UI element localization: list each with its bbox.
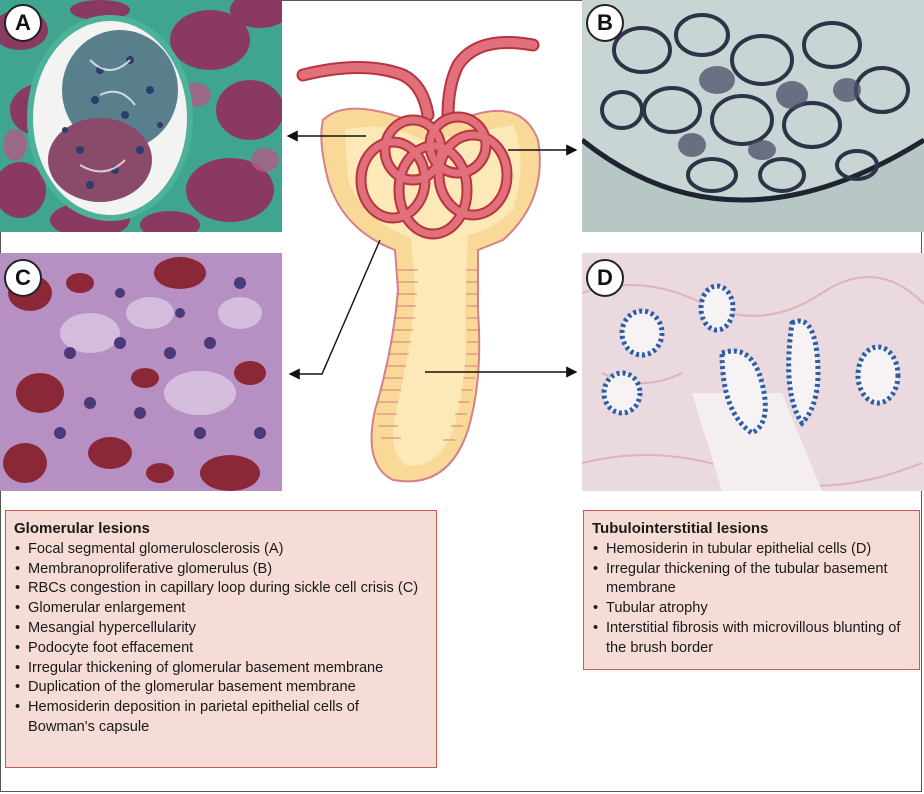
list-item: Duplication of the glomerular basement m… bbox=[14, 678, 428, 698]
panel-a-badge: A bbox=[4, 4, 42, 42]
tubulointerstitial-lesions-title: Tubulointerstitial lesions bbox=[592, 520, 769, 537]
micrograph-b: B bbox=[582, 0, 924, 232]
glomerular-tuft bbox=[355, 111, 513, 240]
tubulointerstitial-lesions-list: Hemosiderin in tubular epithelial cells … bbox=[592, 540, 911, 659]
list-item: Podocyte foot effacement bbox=[14, 639, 428, 659]
glomerular-lesions-list: Focal segmental glomerulosclerosis (A) M… bbox=[14, 540, 428, 738]
list-item: RBCs congestion in capillary loop during… bbox=[14, 579, 428, 599]
glomerular-lesions-title: Glomerular lesions bbox=[14, 520, 150, 537]
list-item: Focal segmental glomerulosclerosis (A) bbox=[14, 540, 428, 560]
nephron-diagram bbox=[296, 36, 541, 483]
list-item: Mesangial hypercellularity bbox=[14, 619, 428, 639]
list-item: Hemosiderin deposition in parietal epith… bbox=[14, 698, 428, 738]
list-item: Tubular atrophy bbox=[592, 599, 911, 619]
list-item: Hemosiderin in tubular epithelial cells … bbox=[592, 540, 911, 560]
micrograph-d: D bbox=[582, 253, 924, 491]
list-item: Irregular thickening of the tubular base… bbox=[592, 560, 911, 600]
list-item: Irregular thickening of glomerular basem… bbox=[14, 659, 428, 679]
list-item: Glomerular enlargement bbox=[14, 599, 428, 619]
panel-b-badge: B bbox=[586, 4, 624, 42]
tubulointerstitial-lesions-box: Tubulointerstitial lesions Hemosiderin i… bbox=[583, 510, 920, 670]
list-item: Interstitial fibrosis with microvillous … bbox=[592, 619, 911, 659]
micrograph-a: A bbox=[0, 0, 282, 232]
panel-d-badge: D bbox=[586, 259, 624, 297]
micrograph-c: C bbox=[0, 253, 282, 491]
glomerular-lesions-box: Glomerular lesions Focal segmental glome… bbox=[5, 510, 437, 768]
list-item: Membranoproliferative glomerulus (B) bbox=[14, 560, 428, 580]
panel-c-badge: C bbox=[4, 259, 42, 297]
